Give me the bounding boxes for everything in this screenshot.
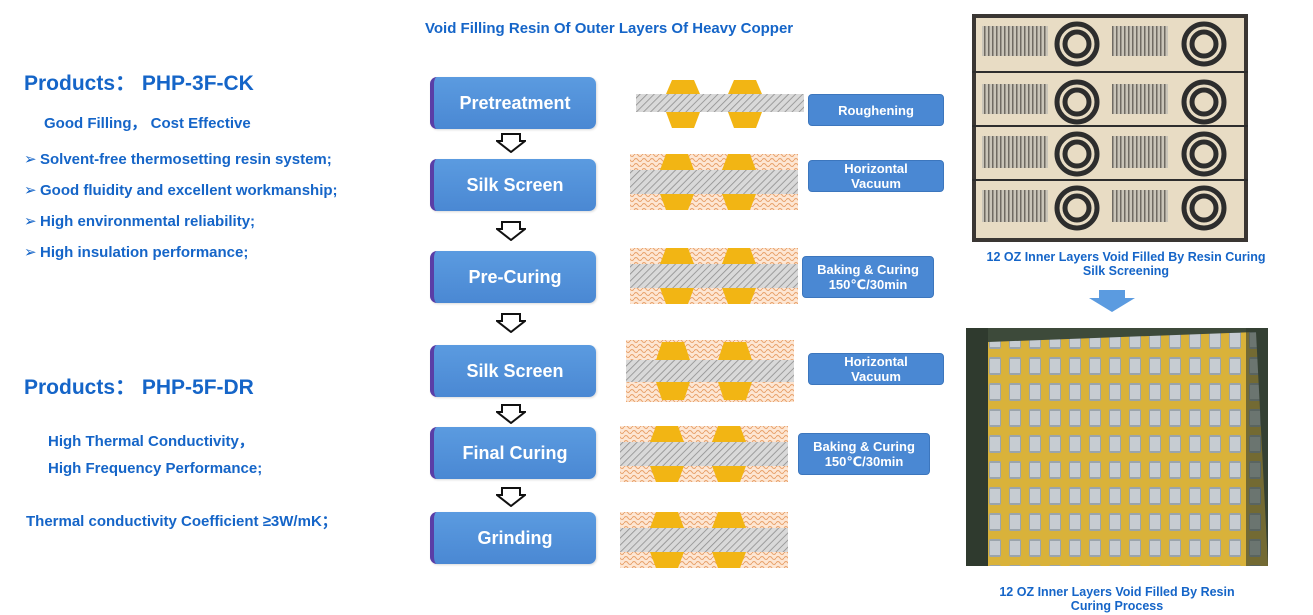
down-arrow-icon (496, 404, 526, 424)
cross-section-diagrams (620, 80, 804, 568)
cross-section-pre-curing (630, 248, 798, 304)
cross-section-pretreatment (636, 80, 804, 128)
photo-silk-screening (972, 14, 1248, 242)
cross-section-silk-screen-1 (630, 154, 798, 210)
bullet-1: ➢Solvent-free thermosetting resin system… (24, 151, 332, 168)
down-arrow-icon (496, 313, 526, 333)
photo-curing-process (966, 328, 1268, 566)
step-silk-screen-2: Silk Screen (430, 345, 596, 397)
bullet-2: ➢Good fluidity and excellent workmanship… (24, 182, 338, 199)
cross-section-final-curing (620, 426, 788, 482)
down-arrow-icon (496, 221, 526, 241)
product2-line-1: High Thermal Conductivity， (48, 433, 254, 450)
bullet-arrow-icon: ➢ (24, 213, 37, 230)
caption-bottom: 12 OZ Inner Layers Void Filled By Resin … (999, 585, 1235, 613)
tag-roughening: Roughening (808, 94, 944, 126)
cross-section-grinding (620, 512, 788, 568)
bullet-arrow-icon: ➢ (24, 244, 37, 261)
down-arrow-icon (496, 487, 526, 507)
step-silk-screen-1: Silk Screen (430, 159, 596, 211)
step-grinding: Grinding (430, 512, 596, 564)
cross-section-silk-screen-2 (626, 340, 794, 402)
page-title: Void Filling Resin Of Outer Layers Of He… (425, 20, 794, 37)
step-pretreatment: Pretreatment (430, 77, 596, 129)
product2-line-3: Thermal conductivity Coefficient ≥3W/mK； (26, 513, 337, 530)
product2-line-2: High Frequency Performance; (48, 460, 263, 477)
bullet-arrow-icon: ➢ (24, 182, 37, 199)
product1-subtitle: Good Filling， Cost Effective (44, 115, 251, 132)
caption-top: 12 OZ Inner Layers Void Filled By Resin … (986, 250, 1266, 278)
bullet-arrow-icon: ➢ (24, 151, 37, 168)
product2-heading: Products： PHP-5F-DR (24, 376, 254, 399)
product1-heading: Products： PHP-3F-CK (24, 72, 254, 95)
bullet-3: ➢High environmental reliability; (24, 213, 256, 230)
step-final-curing: Final Curing (430, 427, 596, 479)
down-arrow-icon (1089, 290, 1135, 312)
bullet-4: ➢High insulation performance; (24, 244, 249, 261)
step-pre-curing: Pre-Curing (430, 251, 596, 303)
down-arrow-icon (496, 133, 526, 153)
